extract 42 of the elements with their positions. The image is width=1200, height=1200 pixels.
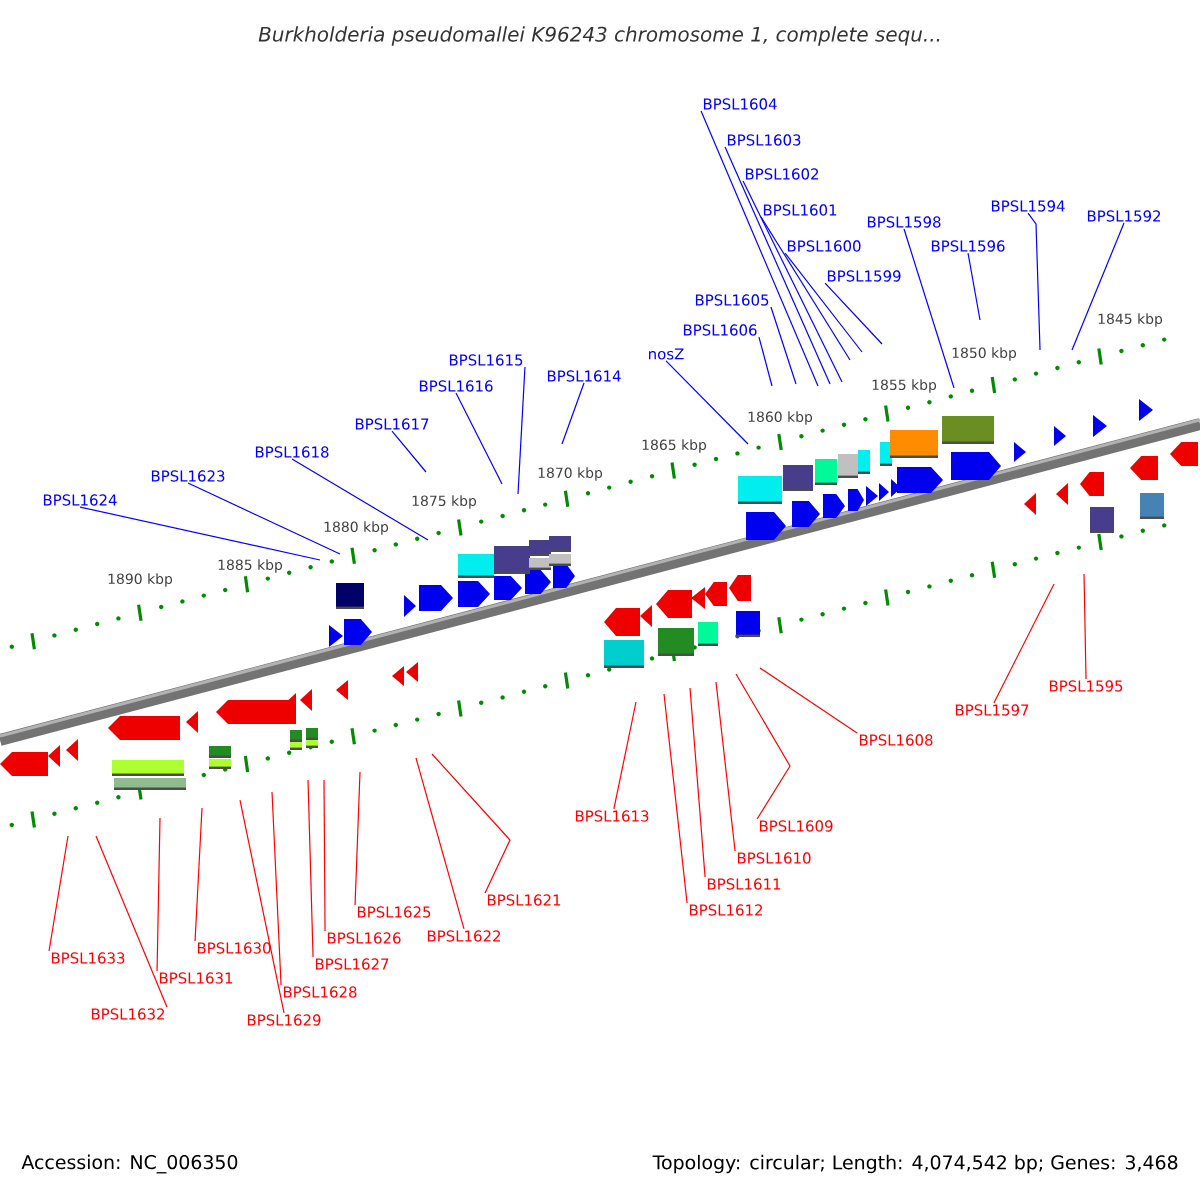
leader-line (194, 807, 203, 942)
leader-line (760, 216, 851, 361)
leader-line (415, 757, 465, 930)
leader-line (239, 799, 285, 1014)
leader-line (517, 366, 526, 495)
leader-line (156, 817, 161, 972)
leader-line (95, 835, 168, 1008)
leader-line (689, 687, 706, 878)
leader-line (759, 667, 858, 734)
leader-line (903, 228, 955, 389)
leader-line (663, 693, 688, 904)
leader-line (391, 430, 427, 473)
leader-line (758, 336, 773, 387)
leader-line (291, 458, 429, 541)
leader-line (561, 382, 585, 445)
genome-info-text: Topology: circular; Length: 4,074,542 bp; Genes: 3,468 (652, 1154, 1178, 1174)
accession-text: Accession: NC_006350 (21, 1154, 238, 1174)
leader-line (354, 771, 361, 906)
leader-line (271, 791, 282, 986)
leader-line (967, 252, 981, 321)
leader-line (735, 673, 791, 820)
leader-line (993, 583, 1055, 704)
leader-line (307, 779, 314, 958)
leader-line (187, 482, 341, 555)
leader-line (79, 506, 321, 561)
leader-line (1071, 222, 1125, 351)
leader-line (742, 180, 843, 383)
leader-line (431, 753, 511, 894)
leader-line (770, 306, 797, 385)
leader-line (715, 681, 736, 852)
leader-line (455, 392, 503, 485)
leader-line (1027, 212, 1041, 351)
leader-line (824, 282, 883, 345)
leader-line (724, 146, 831, 385)
leader-line (784, 252, 863, 353)
leader-line (665, 360, 749, 445)
leader-line (323, 779, 326, 932)
leader-line (613, 701, 637, 810)
leader-line (700, 110, 819, 387)
leader-line (48, 835, 69, 952)
leader-line (1083, 573, 1087, 680)
title: Burkholderia pseudomallei K96243 chromosome 1, complete sequ... (258, 26, 940, 46)
